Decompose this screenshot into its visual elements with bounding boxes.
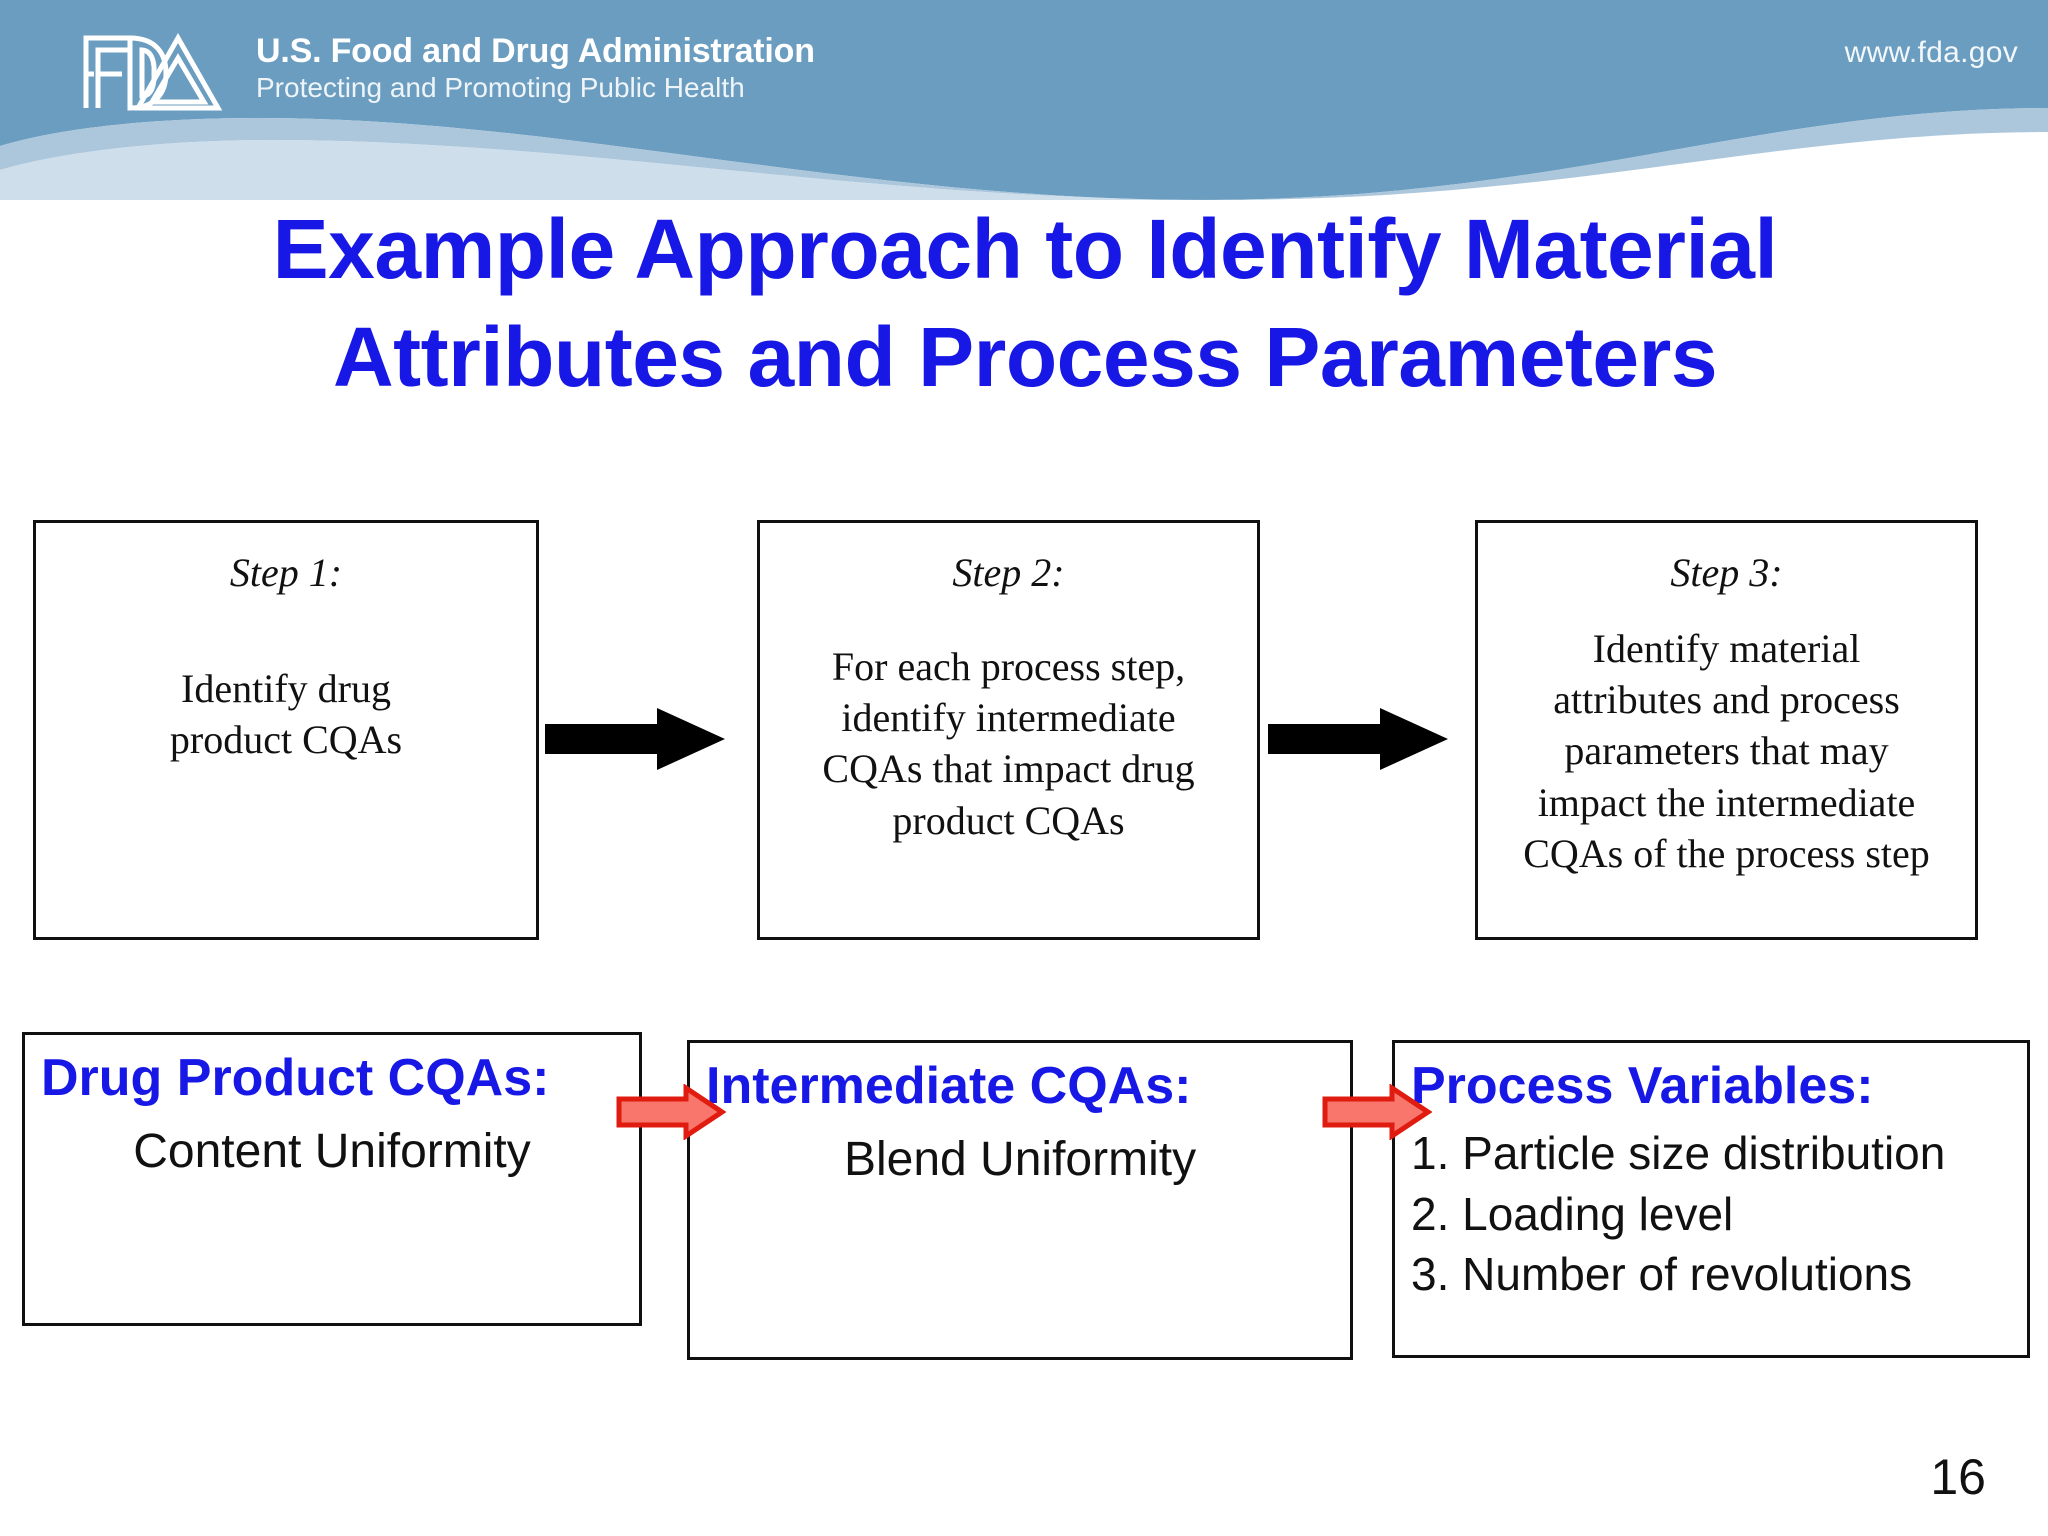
step-1-body: Identify drug product CQAs: [169, 666, 403, 763]
fda-logo: U.S. Food and Drug Administration Protec…: [78, 28, 815, 118]
drug-product-cqa-value: Content Uniformity: [133, 1124, 531, 1178]
agency-name: U.S. Food and Drug Administration: [256, 32, 815, 70]
step-2-body: For each process step, identify intermed…: [822, 644, 1195, 843]
step-1-label: Step 1:: [229, 550, 343, 595]
step-box-3: Step 3: Identify material attributes and…: [1475, 520, 1978, 940]
page-title-line-1: Example Approach to Identify Material: [272, 202, 1778, 296]
header-background: [0, 0, 2048, 200]
step-box-1: Step 1: Identify drug product CQAs: [33, 520, 539, 940]
drug-product-cqa-box: Drug Product CQAs: Content Uniformity: [22, 1032, 642, 1326]
intermediate-cqa-box: Intermediate CQAs: Blend Uniformity: [687, 1040, 1353, 1360]
list-item: 1. Particle size distribution: [1411, 1126, 1946, 1179]
step-3-label: Step 3:: [1670, 550, 1783, 595]
fda-logo-icon: [83, 32, 223, 111]
step-3-body: Identify material attributes and process…: [1523, 626, 1930, 876]
drug-product-cqa-heading: Drug Product CQAs:: [41, 1049, 550, 1107]
list-item: 3. Number of revolutions: [1411, 1248, 1913, 1301]
red-flow-arrow-icon-2: [1322, 1084, 1432, 1140]
process-variables-list: 1. Particle size distribution 2. Loading…: [1411, 1123, 2011, 1305]
agency-tagline: Protecting and Promoting Public Health: [256, 72, 745, 104]
step-box-2: Step 2: For each process step, identify …: [757, 520, 1260, 940]
fda-website-url: www.fda.gov: [1844, 36, 2018, 69]
intermediate-cqa-value: Blend Uniformity: [843, 1132, 1197, 1186]
page-number: 16: [1930, 1449, 1986, 1505]
flow-arrow-right-icon-1: [545, 708, 725, 770]
page-title: Example Approach to Identify Material At…: [60, 196, 1990, 411]
intermediate-cqa-heading: Intermediate CQAs:: [706, 1057, 1192, 1115]
page-title-line-2: Attributes and Process Parameters: [332, 309, 1718, 404]
process-variables-heading: Process Variables:: [1411, 1057, 1874, 1115]
page-header: U.S. Food and Drug Administration Protec…: [0, 0, 2048, 200]
list-item: 2. Loading level: [1411, 1187, 1734, 1240]
process-variables-box: Process Variables: 1. Particle size dist…: [1392, 1040, 2030, 1358]
cqa-mapping-row: Drug Product CQAs: Content Uniformity In…: [0, 1032, 2048, 1362]
flow-arrow-right-icon-2: [1268, 708, 1448, 770]
process-steps-row: Step 1: Identify drug product CQAs Step …: [0, 520, 2048, 940]
red-flow-arrow-icon-1: [616, 1084, 726, 1140]
step-2-label: Step 2:: [952, 550, 1065, 595]
